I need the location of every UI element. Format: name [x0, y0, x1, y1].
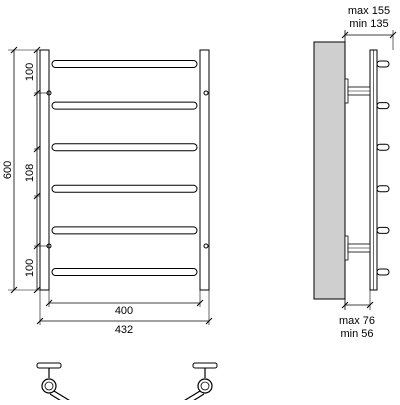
- right-joint: [197, 378, 213, 394]
- side-rung-3: [376, 143, 390, 151]
- dim-depth-min: min 135: [349, 18, 388, 30]
- rung-5: [51, 226, 198, 235]
- top-view: [36, 362, 218, 405]
- side-rung-1: [376, 60, 390, 68]
- right-wall-plate: [192, 362, 218, 369]
- side-rung-5: [376, 226, 390, 234]
- dim-depth-max: max 155: [348, 5, 390, 17]
- wall: [313, 41, 346, 300]
- top-bracket: [344, 78, 371, 104]
- dim-bottom-offset: 100: [24, 259, 36, 277]
- rung-6: [51, 268, 198, 276]
- side-rung-4: [376, 185, 390, 193]
- rungs-group: [51, 60, 198, 276]
- mount-hole-top-right: [203, 90, 209, 96]
- left-joint: [41, 378, 57, 394]
- dim-top-offset: 100: [24, 63, 36, 81]
- mount-hole-bottom-right: [203, 243, 209, 249]
- side-rung-2: [376, 102, 390, 110]
- left-upright: [39, 49, 50, 291]
- bottom-bracket: [344, 235, 371, 261]
- right-upright: [199, 49, 210, 291]
- dim-wall-gap-min: min 56: [340, 328, 373, 340]
- dim-bar-pitch: 108: [24, 164, 36, 182]
- rung-1: [51, 60, 198, 68]
- front-view: 600 100 108 100 400 432: [2, 46, 213, 336]
- rung-4: [51, 184, 198, 193]
- dim-overall-height: 600: [2, 161, 14, 179]
- dim-overall-width: 432: [115, 324, 133, 336]
- side-rungs-group: [376, 60, 390, 276]
- left-wall-plate: [36, 362, 62, 369]
- dim-wall-gap-max: max 76: [339, 315, 375, 327]
- dim-inner-width: 400: [115, 305, 133, 317]
- rung-2: [51, 101, 198, 110]
- rung-3: [51, 143, 198, 152]
- side-rung-6: [376, 268, 390, 276]
- side-view: max 155 min 135 max 76 min 56: [313, 5, 397, 340]
